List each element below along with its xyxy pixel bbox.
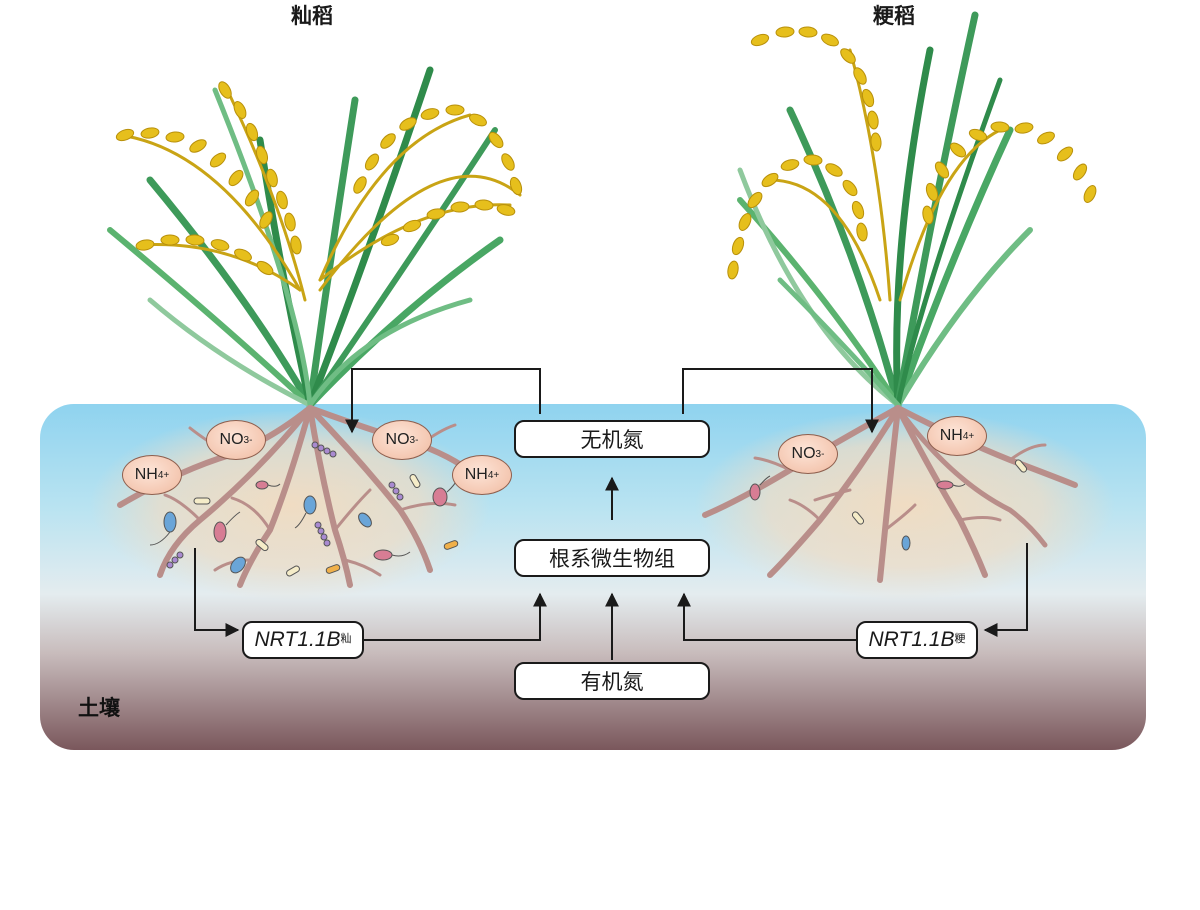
japonica-title: 粳稻	[873, 4, 915, 28]
arrow-indica-root-to-gene	[194, 548, 240, 637]
root-microbiome-box: 根系微生物组	[514, 539, 710, 577]
indica-microbes	[149, 441, 459, 577]
japonica-gene-superscript: 粳	[954, 633, 966, 645]
indica-gene-name: NRT1.1B	[254, 628, 341, 651]
arrow-inorganic-to-indica	[345, 368, 541, 434]
japonica-gene-name: NRT1.1B	[868, 628, 955, 651]
indica-rice-plant	[107, 66, 522, 409]
arrow-japonica-gene-to-microbiome	[677, 592, 858, 641]
organic-nitrogen-box: 有机氮	[514, 662, 710, 700]
japonica-microbes	[749, 459, 1028, 551]
flow-arrows	[194, 368, 1028, 660]
arrow-inorganic-to-japonica	[682, 368, 879, 434]
soil-label: 土壤	[78, 696, 120, 720]
rhizosphere-right	[695, 410, 1115, 600]
japonica-rice-plant	[737, 11, 1033, 409]
indica-title: 籼稻	[291, 4, 333, 28]
indica-gene-superscript: 籼	[340, 633, 352, 645]
arrow-indica-gene-to-microbiome	[362, 592, 547, 641]
arrow-japonica-root-to-gene	[983, 543, 1028, 637]
inorganic-nitrogen-box: 无机氮	[514, 420, 710, 458]
